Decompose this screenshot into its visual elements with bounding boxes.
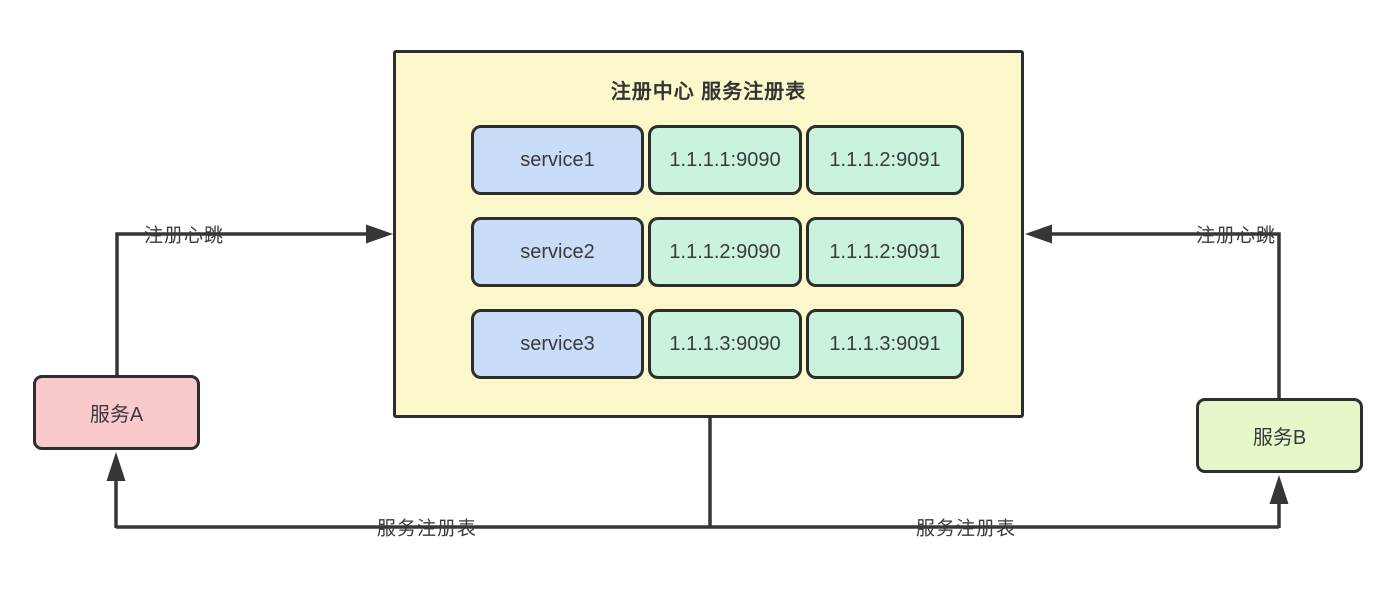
service-b-label: 服务B: [1252, 427, 1307, 449]
registry-row: service2 1.1.1.2:9090 1.1.1.2:9091: [396, 217, 1021, 287]
registry-row: service1 1.1.1.1:9090 1.1.1.2:9091: [396, 125, 1021, 195]
edge-registry-table-line: [114, 417, 1281, 529]
service-b-node: 服务B: [1196, 398, 1363, 473]
registry-box: 注册中心 服务注册表 service1 1.1.1.1:9090 1.1.1.2…: [393, 50, 1024, 418]
edge-label-heartbeat-left: 注册心跳: [143, 225, 225, 247]
service-name-cell: service3: [471, 309, 644, 379]
arrowhead-left-icon: [1025, 224, 1052, 244]
endpoint-cell: 1.1.1.2:9091: [806, 217, 964, 287]
endpoint-cell: 1.1.1.2:9090: [648, 217, 802, 287]
endpoint-cell: 1.1.1.3:9090: [648, 309, 802, 379]
service-a-label: 服务A: [89, 404, 144, 426]
arrowhead-right-icon: [366, 224, 393, 244]
arrowhead-up-right-icon: [1269, 475, 1289, 504]
registry-title: 注册中心 服务注册表: [610, 81, 807, 103]
arrowhead-up-left-icon: [106, 452, 126, 481]
service-name-cell: service1: [471, 125, 644, 195]
edge-heartbeat-right-line: [1051, 232, 1281, 398]
edge-label-registry-table-right: 服务注册表: [915, 518, 1017, 540]
endpoint-cell: 1.1.1.3:9091: [806, 309, 964, 379]
edge-label-registry-table-left: 服务注册表: [376, 518, 478, 540]
endpoint-cell: 1.1.1.2:9091: [806, 125, 964, 195]
endpoint-cell: 1.1.1.1:9090: [648, 125, 802, 195]
edge-heartbeat-left-line: [115, 232, 367, 376]
service-a-node: 服务A: [33, 375, 200, 450]
edge-label-heartbeat-right: 注册心跳: [1195, 225, 1277, 247]
service-name-cell: service2: [471, 217, 644, 287]
registry-row: service3 1.1.1.3:9090 1.1.1.3:9091: [396, 309, 1021, 379]
